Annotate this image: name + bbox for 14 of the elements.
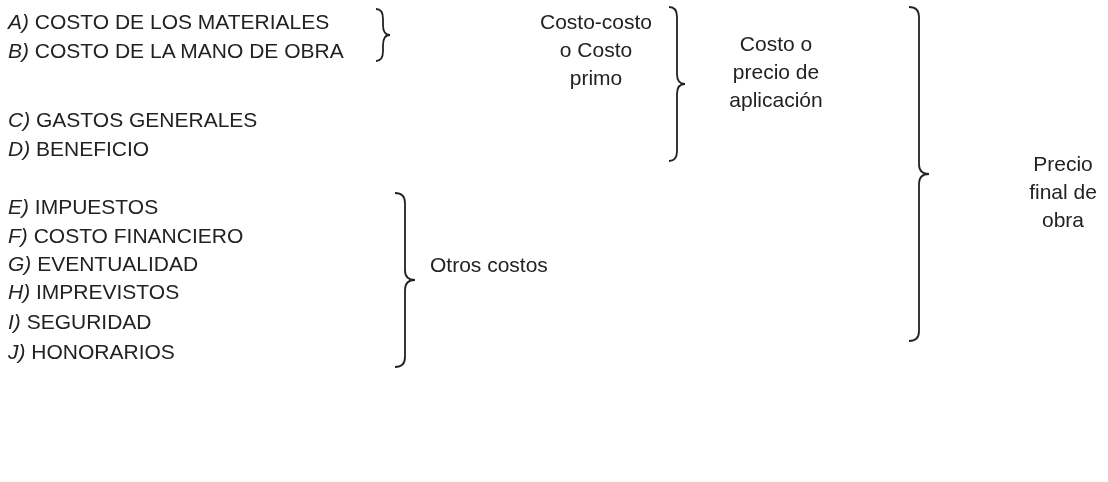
list-item: H) IMPREVISTOS	[8, 279, 180, 305]
list-item: C) GASTOS GENERALES	[8, 107, 258, 133]
list-item: D) BENEFICIO	[8, 136, 150, 162]
list-item: J) HONORARIOS	[8, 339, 175, 365]
list-item: F) COSTO FINANCIERO	[8, 223, 244, 249]
list-item: G) EVENTUALIDAD	[8, 251, 199, 277]
group-label: Otros costos	[430, 252, 548, 278]
group-label: Precio final de obra	[1028, 151, 1098, 233]
list-item: I) SEGURIDAD	[8, 309, 152, 335]
list-item: E) IMPUESTOS	[8, 194, 159, 220]
group-label: Costo o precio de aplicación	[728, 31, 824, 113]
list-item: A) COSTO DE LOS MATERIALES	[8, 9, 330, 35]
list-item: B) COSTO DE LA MANO DE OBRA	[8, 38, 344, 64]
group-label: Costo-costo o Costo primo	[538, 9, 653, 91]
